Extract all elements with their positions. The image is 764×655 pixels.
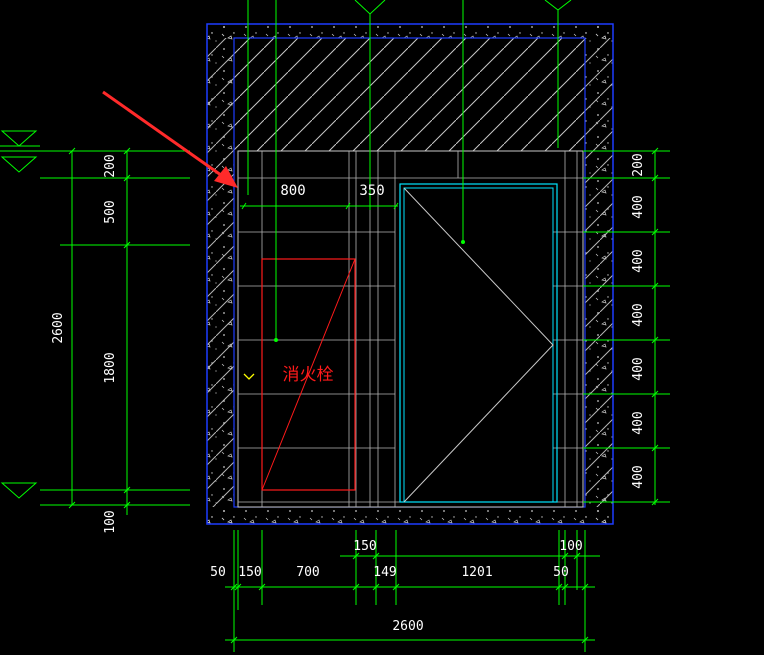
- dim-right-400-5: 400: [631, 411, 646, 434]
- dim-right-400-4: 400: [631, 357, 646, 380]
- red-arrow-icon: [102, 90, 238, 188]
- dim-right-400-6: 400: [631, 465, 646, 488]
- right-wall-hatch: [585, 38, 613, 507]
- elevation-marker-icon: [0, 130, 40, 499]
- dim-bottom-50-a: 50: [210, 565, 226, 580]
- dim-right-400-3: 400: [631, 303, 646, 326]
- opening-frame: [237, 150, 584, 508]
- door-swing-lines: [403, 187, 554, 503]
- dim-bottom-149: 149: [373, 565, 396, 580]
- dim-right-200: 200: [631, 153, 646, 176]
- dim-right-400-1: 400: [631, 195, 646, 218]
- dim-800-label: 800: [280, 183, 305, 199]
- dim-bottom-total: 2600: [392, 619, 423, 634]
- dim-left-500: 500: [103, 200, 118, 223]
- dim-bottom-150: 150: [238, 565, 261, 580]
- dim-bottom-100-upper: 100: [559, 539, 582, 554]
- bottom-dimension-labels: 150 100 50 150 700 149 1201 50 2600: [210, 539, 583, 634]
- dim-bottom-50-b: 50: [553, 565, 569, 580]
- dim-left-200: 200: [103, 154, 118, 177]
- hydrant-box: [261, 258, 356, 491]
- hydrant-label: 消火栓: [283, 365, 334, 385]
- dim-right-400-2: 400: [631, 249, 646, 272]
- top-slab-concrete: [207, 24, 613, 38]
- right-dimensions: [583, 147, 670, 506]
- dim-350-label: 350: [359, 183, 384, 199]
- bottom-slab-concrete: [207, 507, 613, 524]
- wall-section: [206, 23, 614, 525]
- dim-bottom-1201: 1201: [461, 565, 492, 580]
- hydrant-diagonal: [261, 258, 356, 491]
- outer-wall-outline: [206, 23, 614, 525]
- dim-bottom-150-upper: 150: [353, 539, 376, 554]
- hydrant-cabinet: 消火栓: [261, 258, 356, 491]
- down-marker-icon: [243, 373, 255, 380]
- top-inner-dimension: 800 350: [240, 183, 399, 210]
- right-dimension-labels: 200 400 400 400 400 400 400: [631, 153, 646, 488]
- left-wall-hatch: [207, 38, 234, 507]
- bottom-dimensions: [225, 530, 600, 652]
- dim-bottom-700: 700: [296, 565, 319, 580]
- dim-left-100: 100: [103, 510, 118, 533]
- left-dimensions: [0, 130, 190, 515]
- door: [399, 183, 558, 503]
- leader-lines: [247, 0, 572, 342]
- dim-left-1800: 1800: [103, 352, 118, 383]
- dim-left-total: 2600: [51, 312, 66, 343]
- left-dimension-labels: 2600 200 500 1800 100: [51, 154, 118, 533]
- beam-hatch: [234, 38, 585, 151]
